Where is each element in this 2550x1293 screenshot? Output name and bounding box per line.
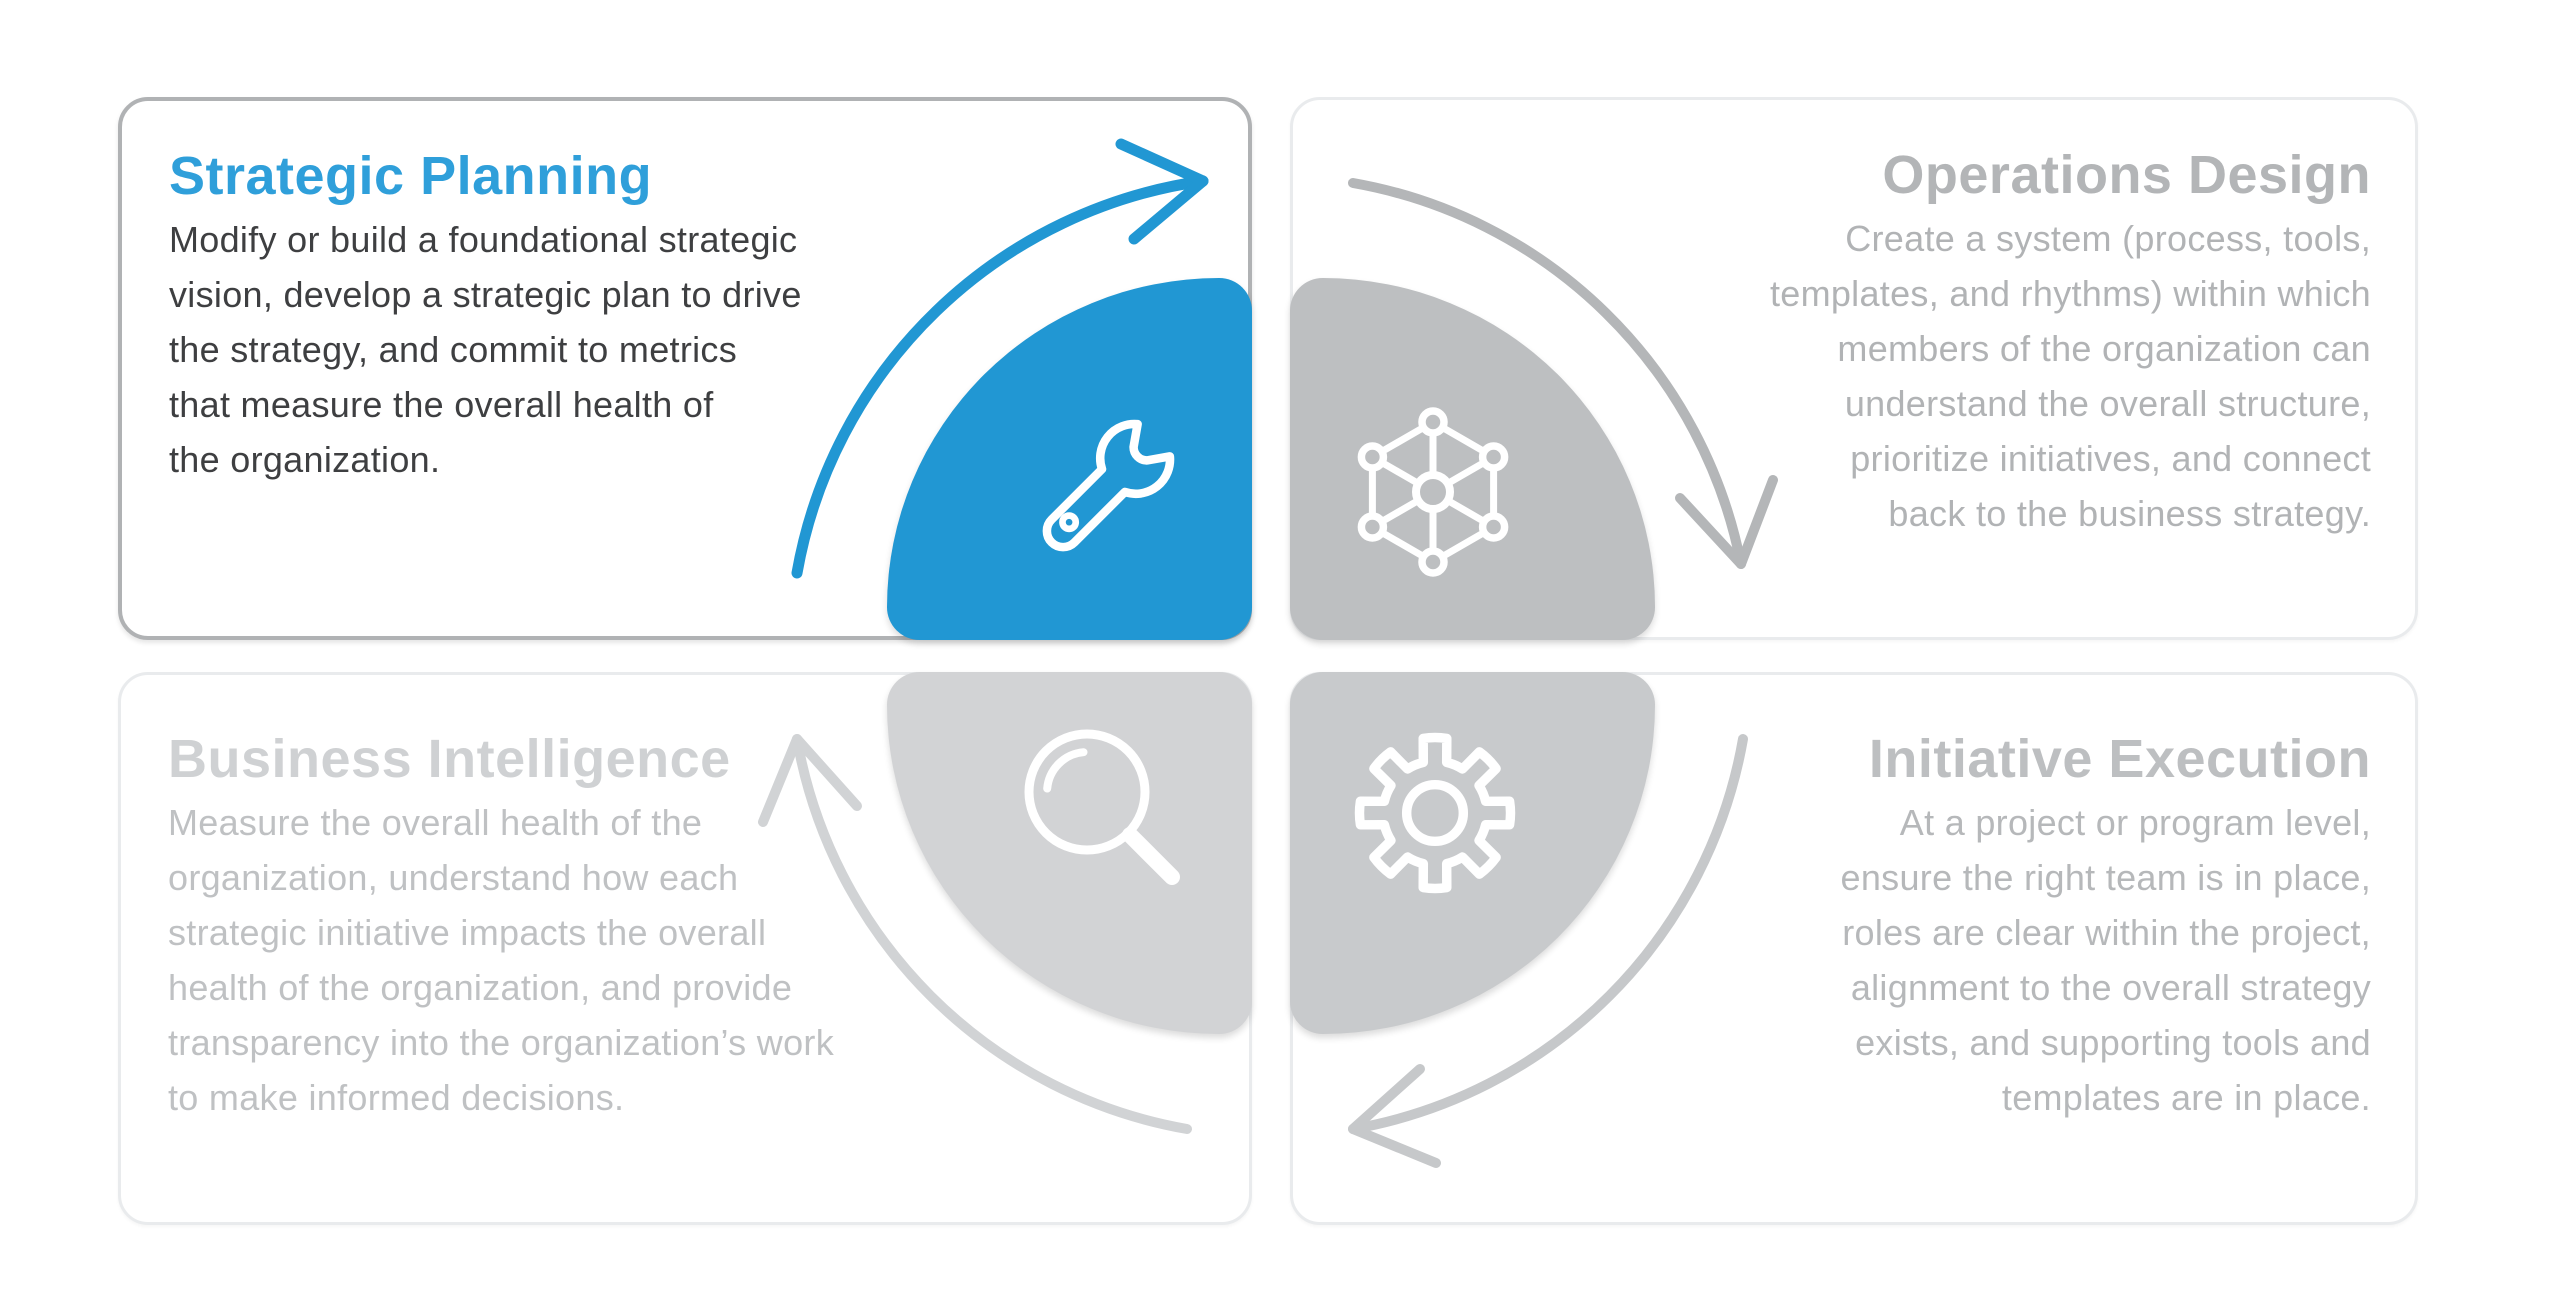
card-operations-design-content: Operations Design Create a system (proce… (1293, 100, 2415, 637)
card-initiative-execution-content: Initiative Execution At a project or pro… (1293, 675, 2415, 1222)
quadrant-description-business-intelligence: Measure the overall health of the organi… (168, 802, 834, 1118)
gear-icon (1354, 732, 1516, 894)
wrench-icon (1042, 419, 1175, 552)
magnifier-icon (1024, 729, 1180, 885)
quadrant-title-initiative-execution: Initiative Execution (1868, 729, 2371, 789)
card-strategic-planning-content: Strategic Planning Modify or build a fou… (122, 101, 1248, 636)
network-icon (1357, 407, 1509, 577)
quadrant-title-strategic-planning: Strategic Planning (169, 146, 653, 206)
quadrant-title-business-intelligence: Business Intelligence (168, 729, 731, 789)
card-business-intelligence-content: Business Intelligence Measure the overal… (121, 675, 1249, 1222)
quadrant-description-strategic-planning: Modify or build a foundational strategic… (169, 219, 802, 480)
quadrant-title-operations-design: Operations Design (1882, 145, 2371, 205)
quadrant-description-operations-design: Create a system (process, tools, templat… (1769, 218, 2371, 534)
quadrant-description-initiative-execution: At a project or program level, ensure th… (1840, 802, 2371, 1118)
